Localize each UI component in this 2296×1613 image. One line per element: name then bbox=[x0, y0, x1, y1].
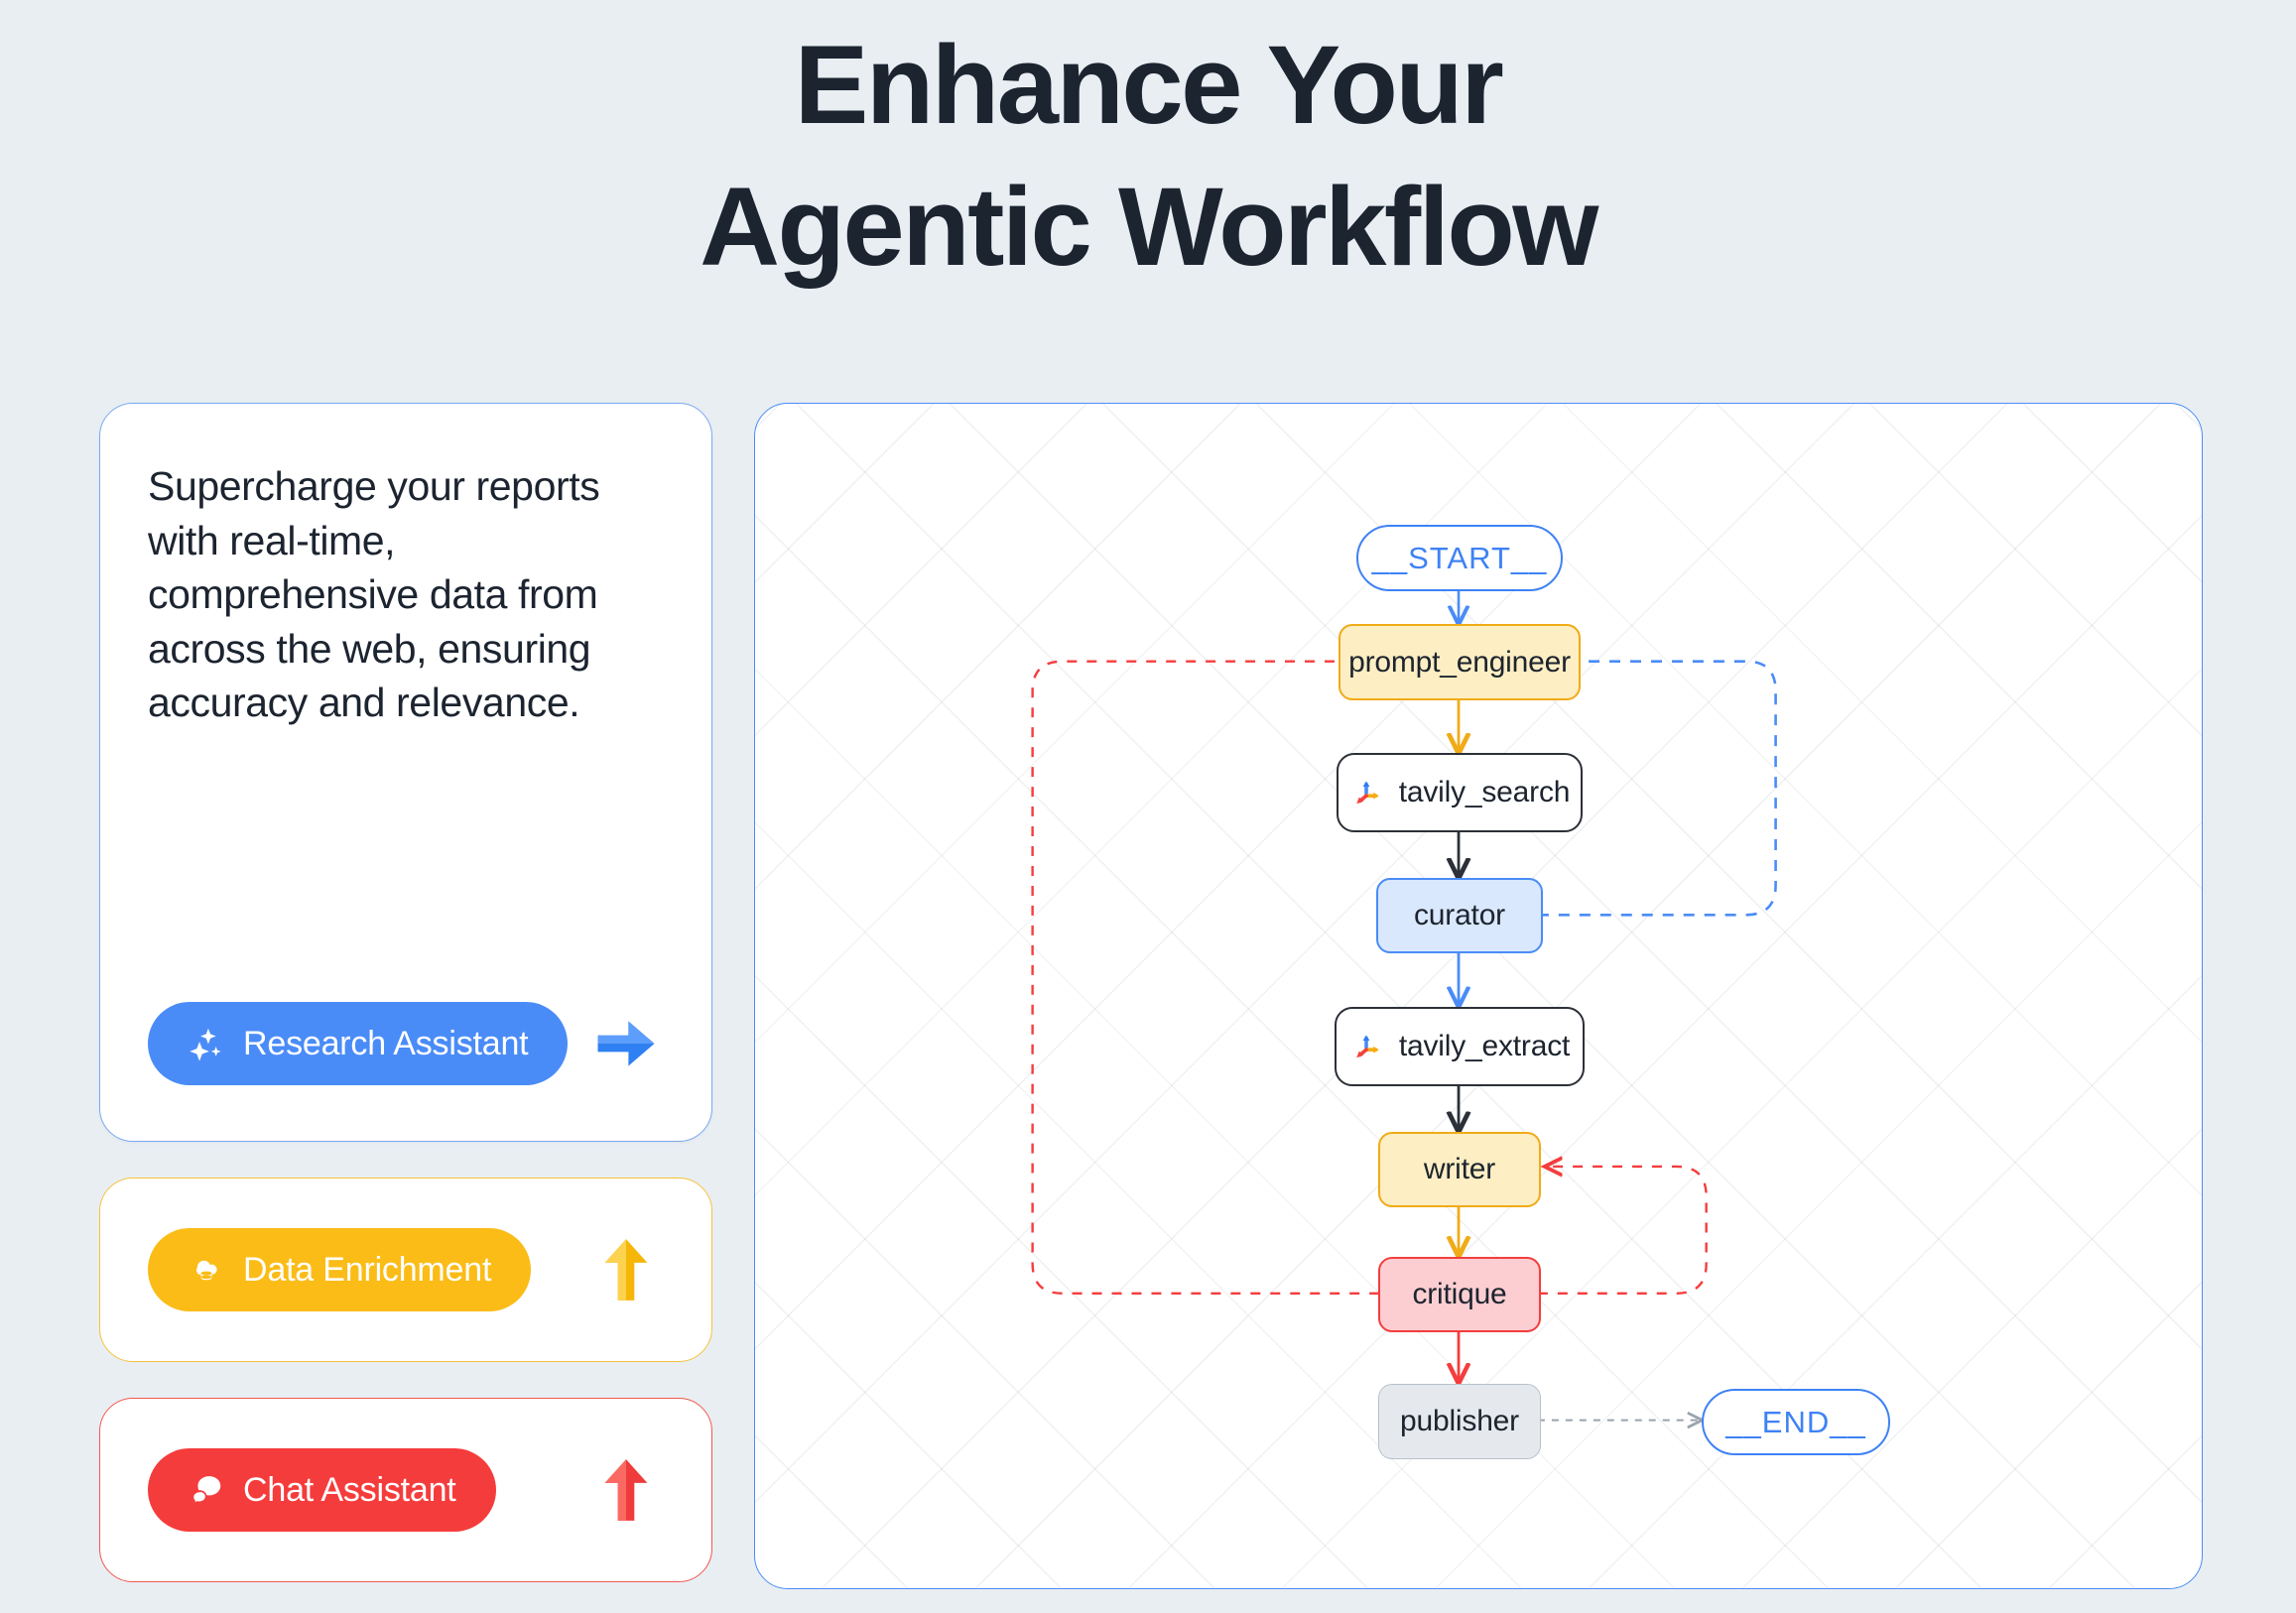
sparkles-icon bbox=[190, 1028, 221, 1061]
node-publisher-label: publisher bbox=[1400, 1405, 1519, 1437]
chat-assistant-action-row: Chat Assistant bbox=[148, 1448, 664, 1532]
node-end-label: __END__ bbox=[1725, 1404, 1866, 1439]
card-description: Supercharge your reports with real-time,… bbox=[148, 463, 600, 726]
page-title-line-1: Enhance Your bbox=[794, 23, 1504, 147]
node-critique-label: critique bbox=[1412, 1278, 1507, 1310]
node-tavily-search[interactable]: tavily_search bbox=[1337, 753, 1583, 832]
data-enrichment-label: Data Enrichment bbox=[243, 1250, 492, 1289]
node-tavily-extract-label: tavily_extract bbox=[1398, 1030, 1571, 1062]
node-prompt-engineer[interactable]: prompt_engineer bbox=[1339, 624, 1581, 700]
node-publisher[interactable]: publisher bbox=[1378, 1384, 1541, 1459]
data-enrichment-button[interactable]: Data Enrichment bbox=[148, 1228, 532, 1311]
chat-assistant-button[interactable]: Chat Assistant bbox=[148, 1448, 496, 1532]
tavily-axes-icon bbox=[1355, 781, 1379, 805]
arrow-right-icon bbox=[597, 1021, 655, 1066]
node-curator-label: curator bbox=[1414, 899, 1505, 931]
tavily-axes-icon bbox=[1356, 1035, 1379, 1058]
research-assistant-action-row: Research Assistant bbox=[148, 1002, 664, 1085]
node-tavily-search-label: tavily_search bbox=[1398, 776, 1571, 808]
card-research-assistant[interactable]: Supercharge your reports with real-time,… bbox=[99, 403, 712, 1142]
arrow-up-icon bbox=[604, 1239, 648, 1301]
diagram-edges bbox=[1031, 569, 1777, 1588]
left-column: Supercharge your reports with real-time,… bbox=[99, 403, 712, 1582]
research-assistant-button[interactable]: Research Assistant bbox=[148, 1002, 569, 1085]
card-data-enrichment[interactable]: Data Enrichment bbox=[99, 1178, 712, 1362]
node-tavily-extract[interactable]: tavily_extract bbox=[1335, 1007, 1585, 1086]
research-assistant-label: Research Assistant bbox=[243, 1024, 529, 1062]
chat-assistant-label: Chat Assistant bbox=[243, 1470, 456, 1509]
node-writer-label: writer bbox=[1423, 1153, 1496, 1185]
edge-critique-to-writer bbox=[1537, 1167, 1708, 1295]
node-prompt-engineer-label: prompt_engineer bbox=[1348, 645, 1571, 679]
node-writer[interactable]: writer bbox=[1378, 1132, 1541, 1207]
chat-bubble-icon bbox=[191, 1476, 221, 1506]
arrow-up-icon bbox=[604, 1459, 648, 1521]
edge-critique-to-prompt-engineer bbox=[1031, 662, 1380, 1295]
node-curator[interactable]: curator bbox=[1376, 878, 1543, 953]
node-critique[interactable]: critique bbox=[1378, 1257, 1541, 1332]
data-enrichment-action-row: Data Enrichment bbox=[148, 1228, 664, 1311]
card-chat-assistant[interactable]: Chat Assistant bbox=[99, 1398, 712, 1582]
page-title: Enhance Your Agentic Workflow bbox=[0, 14, 2296, 299]
workflow-diagram-panel[interactable]: __START__ prompt_engineer tavily_search bbox=[754, 403, 2203, 1589]
node-start[interactable]: __START__ bbox=[1356, 525, 1563, 591]
node-start-label: __START__ bbox=[1371, 540, 1548, 575]
node-end[interactable]: __END__ bbox=[1702, 1389, 1890, 1455]
cloud-database-icon bbox=[195, 1260, 217, 1281]
edge-curator-to-prompt-engineer bbox=[1537, 662, 1777, 917]
page-title-line-2: Agentic Workflow bbox=[700, 165, 1598, 290]
